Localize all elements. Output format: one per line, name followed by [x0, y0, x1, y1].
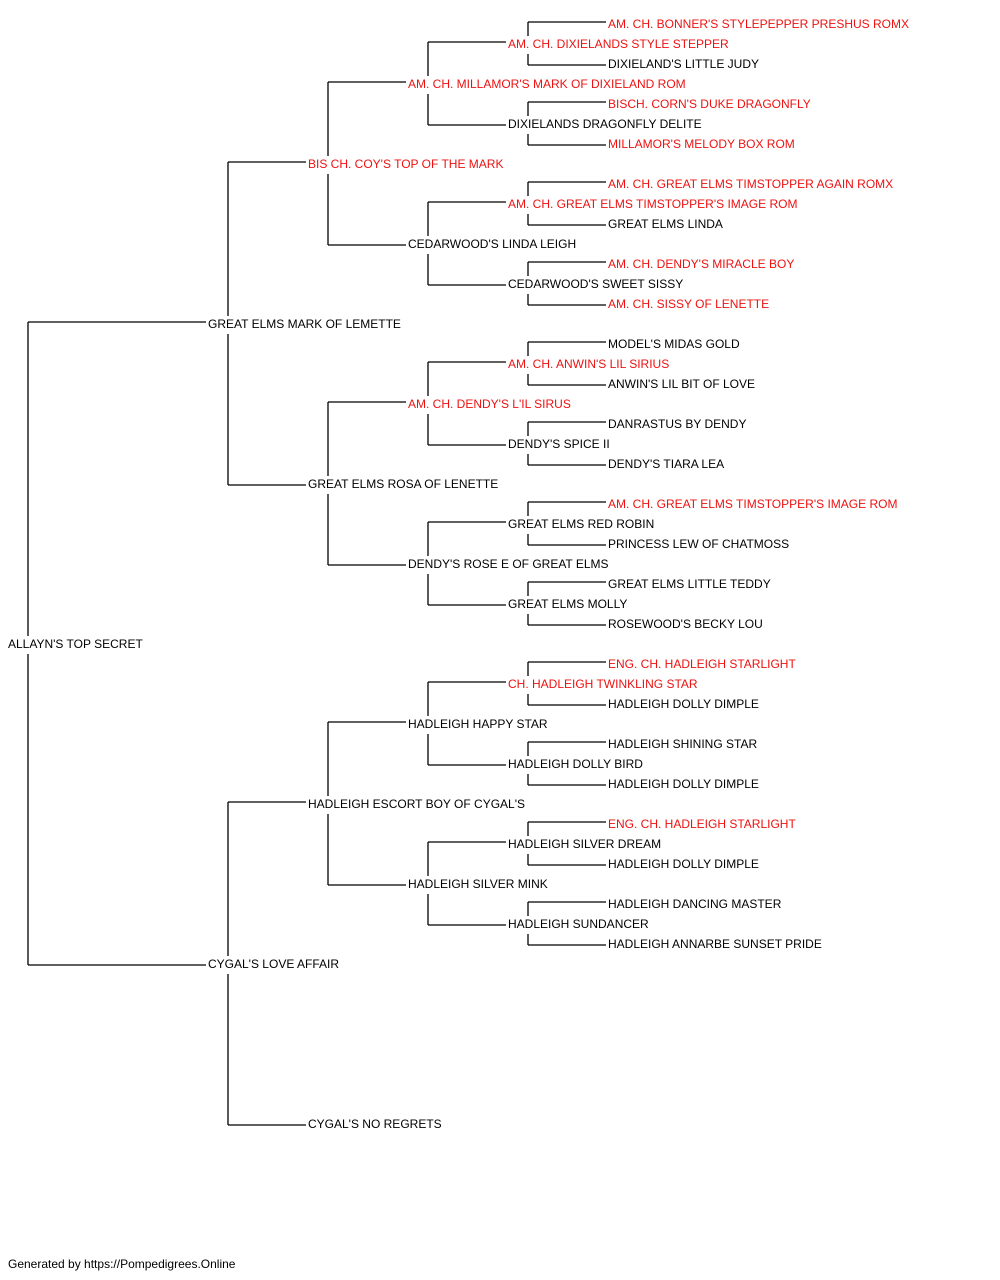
pedigree-name-sire-dam-sire-sire-dam: ANWIN'S LIL BIT OF LOVE [608, 377, 755, 391]
pedigree-name-dam-sire-dam-dam-dam: HADLEIGH ANNARBE SUNSET PRIDE [608, 937, 822, 951]
pedigree-name-dam-sire-sire-sire-sire: ENG. CH. HADLEIGH STARLIGHT [608, 657, 796, 671]
pedigree-name-dam-sire: HADLEIGH ESCORT BOY OF CYGAL'S [308, 797, 525, 811]
pedigree-name-sire-sire-dam: CEDARWOOD'S LINDA LEIGH [408, 237, 576, 251]
pedigree-name-dam-sire-sire-dam-dam: HADLEIGH DOLLY DIMPLE [608, 777, 759, 791]
pedigree-name-sire-dam-sire-dam-sire: DANRASTUS BY DENDY [608, 417, 746, 431]
pedigree-name-sire-sire-sire-dam-dam: MILLAMOR'S MELODY BOX ROM [608, 137, 795, 151]
pedigree-name-sire-dam-sire-dam: DENDY'S SPICE II [508, 437, 610, 451]
pedigree-name-sire-sire-dam-sire-dam: GREAT ELMS LINDA [608, 217, 723, 231]
pedigree-name-sire-sire-dam-dam-sire: AM. CH. DENDY'S MIRACLE BOY [608, 257, 794, 271]
pedigree-name-dam: CYGAL'S LOVE AFFAIR [208, 957, 339, 971]
pedigree-name-sire-dam-dam-sire-sire: AM. CH. GREAT ELMS TIMSTOPPER'S IMAGE RO… [608, 497, 897, 511]
pedigree-name-subject: ALLAYN'S TOP SECRET [8, 637, 143, 651]
pedigree-name-sire: GREAT ELMS MARK OF LEMETTE [208, 317, 401, 331]
pedigree-name-sire-dam-dam: DENDY'S ROSE E OF GREAT ELMS [408, 557, 609, 571]
pedigree-name-sire-sire-sire-sire-dam: DIXIELAND'S LITTLE JUDY [608, 57, 759, 71]
pedigree-name-dam-sire-sire-sire: CH. HADLEIGH TWINKLING STAR [508, 677, 698, 691]
pedigree-name-sire-dam-dam-dam: GREAT ELMS MOLLY [508, 597, 627, 611]
pedigree-name-dam-sire-dam-dam-sire: HADLEIGH DANCING MASTER [608, 897, 782, 911]
pedigree-name-dam-sire-dam: HADLEIGH SILVER MINK [408, 877, 548, 891]
pedigree-name-dam-sire-sire-sire-dam: HADLEIGH DOLLY DIMPLE [608, 697, 759, 711]
pedigree-name-dam-sire-sire: HADLEIGH HAPPY STAR [408, 717, 548, 731]
pedigree-name-sire-dam-dam-sire: GREAT ELMS RED ROBIN [508, 517, 654, 531]
pedigree-name-sire-dam-sire: AM. CH. DENDY'S L'IL SIRUS [408, 397, 571, 411]
pedigree-name-dam-sire-dam-dam: HADLEIGH SUNDANCER [508, 917, 649, 931]
pedigree-name-sire-sire: BIS CH. COY'S TOP OF THE MARK [308, 157, 503, 171]
pedigree-name-sire-dam-dam-dam-sire: GREAT ELMS LITTLE TEDDY [608, 577, 771, 591]
pedigree-name-sire-dam-dam-sire-dam: PRINCESS LEW OF CHATMOSS [608, 537, 789, 551]
pedigree-name-dam-dam: CYGAL'S NO REGRETS [308, 1117, 442, 1131]
pedigree-name-sire-sire-sire-sire: AM. CH. DIXIELANDS STYLE STEPPER [508, 37, 729, 51]
pedigree-name-sire-dam: GREAT ELMS ROSA OF LENETTE [308, 477, 498, 491]
pedigree-name-sire-sire-dam-dam-dam: AM. CH. SISSY OF LENETTE [608, 297, 769, 311]
pedigree-name-sire-sire-sire-dam-sire: BISCH. CORN'S DUKE DRAGONFLY [608, 97, 811, 111]
pedigree-name-sire-dam-sire-dam-dam: DENDY'S TIARA LEA [608, 457, 724, 471]
pedigree-name-sire-sire-sire-dam: DIXIELANDS DRAGONFLY DELITE [508, 117, 702, 131]
pedigree-name-sire-sire-sire-sire-sire: AM. CH. BONNER'S STYLEPEPPER PRESHUS ROM… [608, 17, 909, 31]
pedigree-name-sire-sire-dam-dam: CEDARWOOD'S SWEET SISSY [508, 277, 683, 291]
pedigree-name-sire-sire-dam-sire-sire: AM. CH. GREAT ELMS TIMSTOPPER AGAIN ROMX [608, 177, 893, 191]
pedigree-name-dam-sire-dam-sire-sire: ENG. CH. HADLEIGH STARLIGHT [608, 817, 796, 831]
pedigree-name-dam-sire-dam-sire: HADLEIGH SILVER DREAM [508, 837, 661, 851]
pedigree-name-sire-dam-sire-sire: AM. CH. ANWIN'S LIL SIRIUS [508, 357, 669, 371]
pedigree-name-sire-dam-dam-dam-dam: ROSEWOOD'S BECKY LOU [608, 617, 763, 631]
pedigree-name-dam-sire-dam-sire-dam: HADLEIGH DOLLY DIMPLE [608, 857, 759, 871]
pedigree-name-sire-sire-dam-sire: AM. CH. GREAT ELMS TIMSTOPPER'S IMAGE RO… [508, 197, 797, 211]
pedigree-name-sire-dam-sire-sire-sire: MODEL'S MIDAS GOLD [608, 337, 740, 351]
generated-by-footer: Generated by https://Pompedigrees.Online [8, 1257, 236, 1271]
pedigree-name-dam-sire-sire-dam-sire: HADLEIGH SHINING STAR [608, 737, 757, 751]
pedigree-name-sire-sire-sire: AM. CH. MILLAMOR'S MARK OF DIXIELAND ROM [408, 77, 686, 91]
pedigree-name-dam-sire-sire-dam: HADLEIGH DOLLY BIRD [508, 757, 643, 771]
